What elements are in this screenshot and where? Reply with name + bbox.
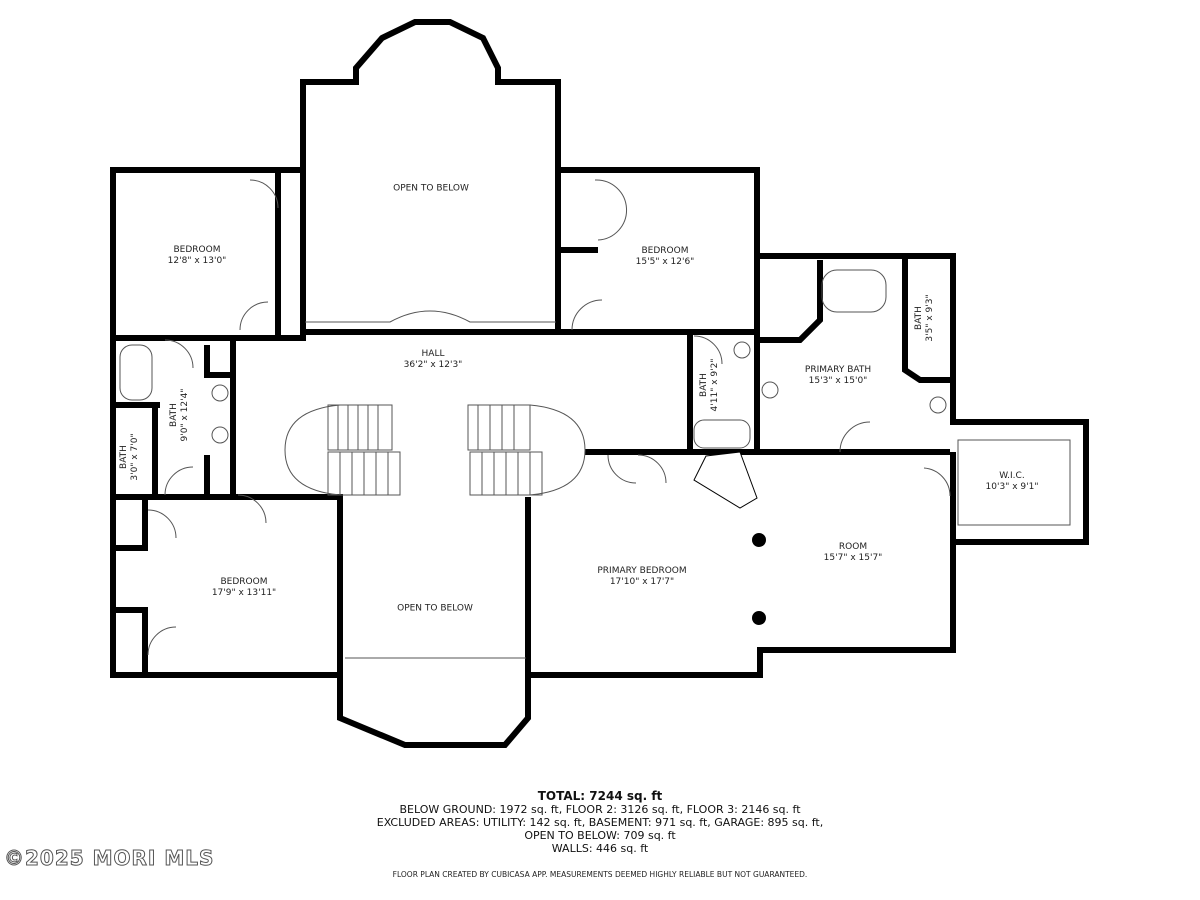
stair-curve-right bbox=[529, 404, 586, 496]
sink bbox=[733, 341, 751, 359]
bathtub bbox=[821, 269, 887, 313]
bathtub bbox=[119, 344, 153, 401]
exterior-wall bbox=[110, 19, 1089, 748]
area-line: OPEN TO BELOW: 709 sq. ft bbox=[524, 829, 676, 842]
total-area: TOTAL: 7244 sq. ft bbox=[537, 789, 663, 803]
balcony-rail bbox=[305, 310, 556, 323]
walls bbox=[110, 19, 1089, 748]
room-label: OPEN TO BELOW bbox=[397, 603, 473, 614]
doors bbox=[147, 179, 951, 656]
sink bbox=[929, 396, 947, 414]
room-label: W.I.C.10'3" x 9'1" bbox=[985, 471, 1039, 492]
column bbox=[752, 533, 766, 547]
sink bbox=[211, 384, 229, 402]
bathtub bbox=[693, 419, 751, 449]
interior-wall bbox=[113, 170, 956, 675]
column bbox=[752, 611, 766, 625]
area-line: EXCLUDED AREAS: UTILITY: 142 sq. ft, BAS… bbox=[376, 816, 824, 829]
wic-shelf bbox=[957, 439, 1071, 526]
sink bbox=[211, 426, 229, 444]
stair-curve-left bbox=[284, 404, 341, 496]
sink bbox=[761, 381, 779, 399]
stair-treads bbox=[337, 405, 531, 495]
fireplace bbox=[693, 451, 758, 509]
area-line: BELOW GROUND: 1972 sq. ft, FLOOR 2: 3126… bbox=[399, 803, 801, 816]
stairs-right-upper bbox=[467, 404, 531, 451]
fixtures bbox=[119, 179, 1071, 659]
room-label: OPEN TO BELOW bbox=[393, 183, 469, 194]
area-summary: TOTAL: 7244 sq. ft BELOW GROUND: 1972 sq… bbox=[300, 789, 900, 856]
watermark: ©2025 MORI MLS bbox=[3, 846, 215, 871]
stairs-left-upper bbox=[327, 404, 393, 451]
area-line: WALLS: 446 sq. ft bbox=[551, 842, 649, 855]
disclaimer: FLOOR PLAN CREATED BY CUBICASA APP. MEAS… bbox=[392, 870, 808, 879]
